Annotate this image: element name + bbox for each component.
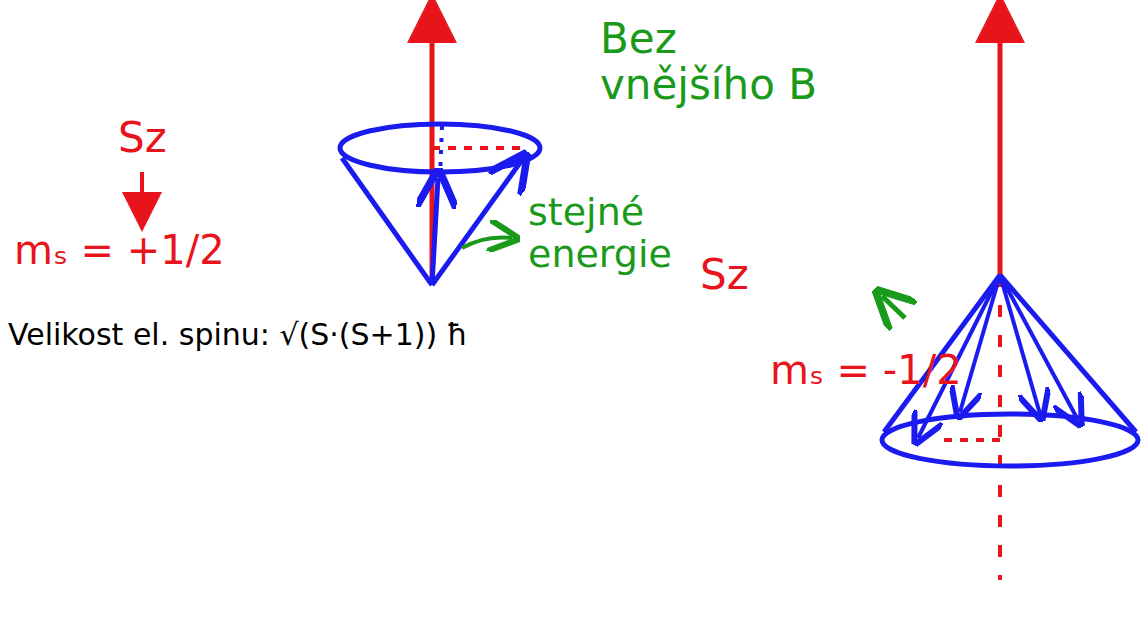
down-arrow (140, 172, 144, 212)
quantum-number: mₛ = +1/2 (14, 228, 225, 272)
z-axis (998, 18, 1003, 275)
component-label: Sz (118, 115, 167, 161)
quantum-number: mₛ = -1/2 (770, 348, 962, 392)
component-label: Sz (700, 252, 749, 298)
precession-circle (882, 414, 1138, 466)
note-text: Bez vnějšího B (600, 16, 830, 108)
formula-text: Velikost el. spinu: √(S·(S+1)) ħ (8, 318, 468, 351)
note-text: stejné energie (528, 192, 708, 276)
